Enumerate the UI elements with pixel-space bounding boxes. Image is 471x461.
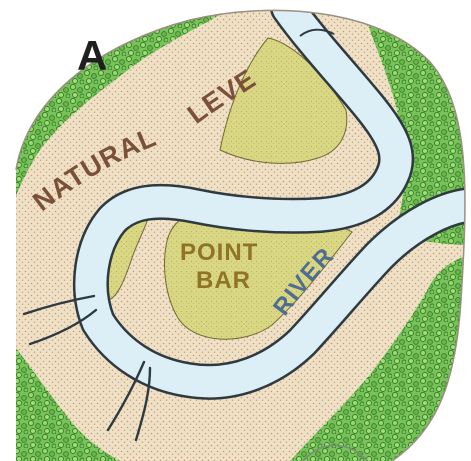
- bar-label: BAR: [196, 267, 251, 294]
- panel-letter: A: [77, 32, 108, 79]
- point-label: POINT: [180, 239, 258, 266]
